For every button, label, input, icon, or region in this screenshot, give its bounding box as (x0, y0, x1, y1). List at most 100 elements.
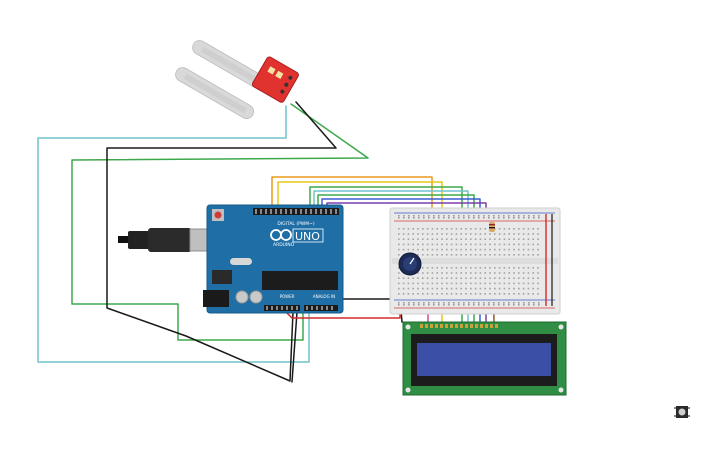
atmega-chip (262, 271, 338, 290)
arduino-analog-pin (326, 306, 328, 310)
arduino-analog-pin (306, 306, 308, 310)
breadboard-hole (423, 304, 425, 306)
breadboard-hole (441, 277, 443, 279)
breadboard-hole (412, 238, 414, 240)
soil-moisture-sensor[interactable] (173, 38, 300, 121)
breadboard-hole (428, 304, 430, 306)
breadboard-hole (398, 277, 400, 279)
breadboard-hole (463, 302, 465, 304)
breadboard[interactable] (389, 207, 561, 315)
breadboard-hole (493, 302, 495, 304)
breadboard-hole (423, 215, 425, 217)
breadboard-hole (426, 254, 429, 256)
breadboard-hole (518, 228, 520, 230)
breadboard-hole (407, 282, 410, 285)
wire-cyan-sensor[interactable] (37, 105, 310, 363)
breadboard-hole (423, 302, 425, 304)
arduino-power-pin (271, 306, 273, 310)
breadboard-hole (446, 267, 448, 269)
breadboard-hole (450, 228, 453, 230)
breadboard-hole (523, 215, 525, 217)
breadboard-hole (465, 233, 467, 235)
breadboard-hole (402, 243, 405, 246)
breadboard-hole (508, 293, 510, 295)
breadboard-hole (503, 248, 506, 251)
breadboard-hole (465, 277, 467, 279)
breadboard-hole (513, 304, 515, 306)
breadboard-hole (498, 248, 501, 251)
breadboard-hole (527, 287, 530, 290)
potentiometer-knob-icon[interactable] (398, 252, 422, 276)
breadboard-hole (431, 243, 434, 246)
breadboard-hole (465, 293, 467, 295)
breadboard-hole (518, 233, 520, 235)
breadboard-hole (538, 304, 540, 306)
breadboard-hole (493, 217, 495, 219)
breadboard-hole (484, 277, 486, 279)
breadboard-hole (498, 254, 501, 256)
breadboard-hole (398, 267, 400, 269)
breadboard-hole (489, 248, 491, 251)
wire-green-sensor[interactable] (71, 103, 369, 341)
breadboard-hole (433, 304, 435, 306)
breadboard-hole (453, 217, 455, 219)
breadboard-hole (513, 277, 515, 279)
breadboard-hole (503, 282, 506, 285)
breadboard-hole (474, 277, 477, 279)
breadboard-hole (474, 238, 477, 240)
wire-black-sensor[interactable] (106, 101, 337, 382)
breadboard-hole (494, 238, 496, 240)
breadboard-hole (455, 243, 458, 246)
breadboard-hole (523, 217, 525, 219)
breadboard-hole (443, 217, 445, 219)
usb-connector-icon[interactable] (118, 228, 219, 252)
breadboard-hole (494, 293, 496, 295)
arduino-digital-pin (280, 209, 282, 214)
arduino-analog-pin (311, 306, 313, 310)
breadboard-hole (503, 293, 506, 295)
breadboard-hole (460, 287, 462, 290)
lcd-mount-hole-tr (558, 324, 564, 330)
breadboard-hole (483, 304, 485, 306)
breadboard-hole (465, 254, 467, 256)
breadboard-hole (488, 304, 490, 306)
breadboard-hole (450, 243, 453, 246)
breadboard-hole (465, 267, 467, 269)
breadboard-hole (417, 282, 419, 285)
breadboard-hole (455, 287, 458, 290)
breadboard-hole (455, 238, 458, 240)
breadboard-hole (532, 277, 534, 279)
arduino-digital-pin (320, 209, 322, 214)
lcd-mount-hole-br (558, 387, 564, 393)
breadboard-hole (453, 304, 455, 306)
wire-orange[interactable] (271, 176, 433, 233)
breadboard-hole (527, 267, 530, 269)
breadboard-hole (470, 293, 472, 295)
breadboard-hole (407, 277, 410, 279)
breadboard-hole (522, 287, 525, 290)
breadboard-hole (428, 215, 430, 217)
resistor[interactable] (489, 222, 495, 232)
breadboard-hole (455, 272, 458, 274)
breadboard-hole (528, 215, 530, 217)
breadboard-hole (402, 293, 405, 295)
breadboard-hole (441, 228, 443, 230)
breadboard-hole (446, 243, 448, 246)
breadboard-hole (412, 287, 414, 290)
breadboard-hole (508, 277, 510, 279)
breadboard-hole (403, 304, 405, 306)
capacitor-1 (235, 290, 249, 304)
wire-black-arduino[interactable] (291, 311, 298, 383)
breadboard-hole (436, 267, 438, 269)
reset-button-cap (214, 211, 222, 219)
push-button-icon[interactable] (674, 406, 690, 418)
breadboard-hole (522, 233, 525, 235)
lcd-16x2-display[interactable] (402, 321, 567, 396)
breadboard-hole (479, 277, 482, 279)
breadboard-hole (455, 248, 458, 251)
breadboard-hole (463, 215, 465, 217)
breadboard-hole (460, 277, 462, 279)
arduino-uno-board[interactable]: DIGITAL (PWM~) UNO ARDUINO POWER ANALOG … (118, 204, 344, 314)
lcd-pin (430, 324, 433, 328)
breadboard-hole (484, 228, 486, 230)
